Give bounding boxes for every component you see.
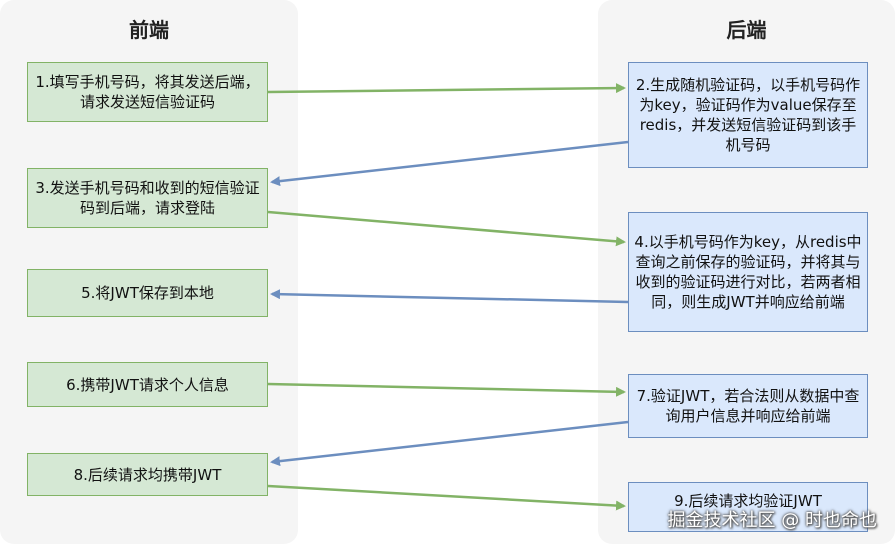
step-5-text: 5.将JWT保存到本地 — [81, 284, 214, 302]
step-9-box: 9.后续请求均验证JWT — [628, 482, 868, 532]
frontend-lane-title: 前端 — [129, 18, 169, 42]
arrow-8-to-9 — [267, 484, 626, 511]
step-3-box: 3.发送手机号码和收到的短信验证码到后端，请求登陆 — [27, 168, 268, 228]
arrow-4-to-5 — [270, 289, 629, 304]
step-9-text: 9.后续请求均验证JWT — [674, 492, 822, 510]
arrow-1-to-2 — [267, 83, 626, 94]
arrow-3-to-4 — [267, 210, 626, 247]
step-8-text: 8.后续请求均携带JWT — [73, 465, 222, 484]
step-3-text: 3.发送手机号码和收到的短信验证码到后端，请求登陆 — [35, 179, 260, 217]
step-4-text: 4.以手机号码作为key，从redis中查询之前保存的验证码，并将其与收到的验证… — [634, 233, 862, 311]
arrow-2-to-3 — [270, 140, 629, 187]
arrow-6-to-7 — [267, 382, 626, 397]
step-6-text: 6.携带JWT请求个人信息 — [66, 375, 229, 394]
step-7-box: 7.验证JWT，若合法则从数据中查询用户信息并响应给前端 — [628, 374, 868, 438]
backend-lane-title: 后端 — [726, 18, 767, 42]
arrow-7-to-8 — [270, 420, 629, 467]
step-6-box: 6.携带JWT请求个人信息 — [27, 362, 268, 407]
step-4-box: 4.以手机号码作为key，从redis中查询之前保存的验证码，并将其与收到的验证… — [628, 212, 868, 332]
step-1-box: 1.填写手机号码，将其发送后端，请求发送短信验证码 — [27, 62, 268, 122]
watermark-text: 掘金技术社区 @ 时也命也 — [667, 510, 877, 531]
step-5-box: 5.将JWT保存到本地 — [27, 269, 268, 317]
step-1-text: 1.填写手机号码，将其发送后端，请求发送短信验证码 — [35, 73, 260, 111]
step-8-box: 8.后续请求均携带JWT — [27, 453, 268, 496]
step-2-box: 2.生成随机验证码，以手机号码作为key，验证码作为value保存至redis，… — [628, 62, 868, 168]
step-7-text: 7.验证JWT，若合法则从数据中查询用户信息并响应给前端 — [636, 387, 860, 425]
step-2-text: 2.生成随机验证码，以手机号码作为key，验证码作为value保存至redis，… — [635, 76, 861, 154]
